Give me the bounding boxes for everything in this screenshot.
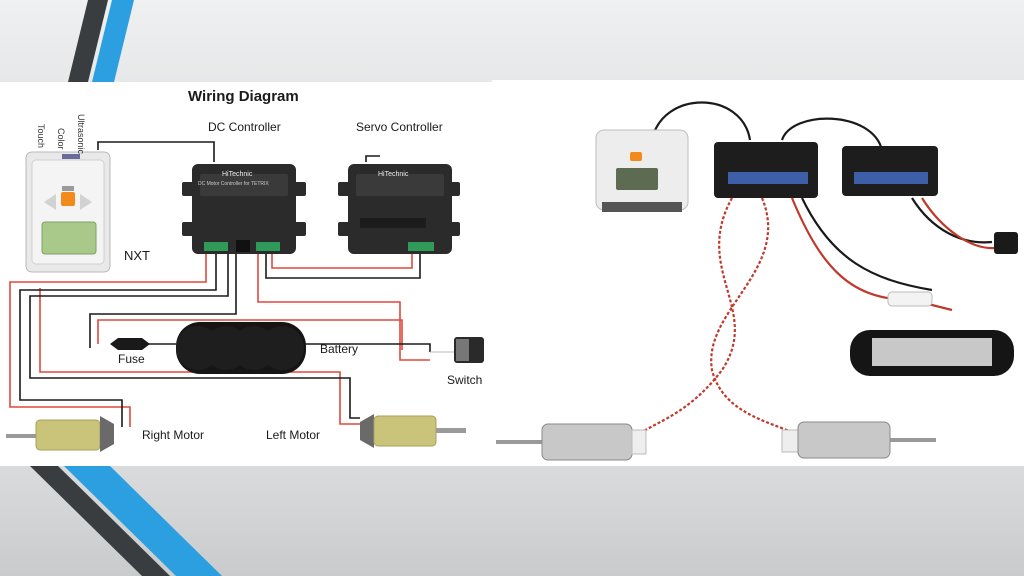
top-band <box>0 0 1024 82</box>
dc-controller-brand: HiTechnic <box>222 171 253 178</box>
wire-black-5 <box>89 254 237 348</box>
sensor-port-ultrasonic: Ultrasonic <box>76 114 86 155</box>
photo-servo-controller-icon <box>842 146 938 196</box>
right-motor-icon <box>6 416 114 452</box>
wire-black-7 <box>300 343 431 352</box>
black-wires <box>19 141 431 427</box>
photo-right-motor-icon <box>781 421 936 459</box>
photo-cable-motor-left <box>641 197 736 433</box>
wire-black-2 <box>19 252 217 427</box>
photo-cable-switch <box>911 197 993 244</box>
wire-red-5 <box>39 288 360 425</box>
photo-fuse-icon <box>887 291 933 307</box>
dc-controller-caption: DC Motor Controller for TETRIX <box>198 181 269 187</box>
wire-red-3 <box>271 252 413 269</box>
rocker-switch-icon <box>430 337 484 363</box>
hardware-photo-panel <box>492 80 1024 466</box>
wire-black-1 <box>97 141 215 162</box>
hardware-photo-svg <box>496 101 1018 461</box>
wiring-diagram-panel: Wiring Diagram DC Controller Servo Contr… <box>0 82 492 466</box>
servo-controller-brand: HiTechnic <box>378 171 409 178</box>
fuse-label: Fuse <box>118 352 145 366</box>
photo-cable-link <box>780 117 884 151</box>
photo-cable-motor-right <box>710 197 793 434</box>
wire-red-4 <box>97 319 403 350</box>
top-stripe-blue <box>92 0 134 82</box>
battery-pack-icon <box>176 322 306 374</box>
photo-nxt-brick-icon <box>595 129 689 212</box>
servo-controller-label: Servo Controller <box>356 120 443 134</box>
dc-controller-icon <box>182 164 306 254</box>
wire-black-8 <box>365 155 380 162</box>
bottom-stripe-blue <box>64 466 222 576</box>
photo-battery-pack-icon <box>850 330 1014 376</box>
top-accent-stripes <box>68 0 134 82</box>
wire-black-4 <box>265 252 421 279</box>
battery-label: Battery <box>320 342 359 356</box>
photo-switch-connector-icon <box>994 232 1018 254</box>
left-motor-icon <box>360 414 466 448</box>
red-wires <box>9 252 430 427</box>
photo-left-motor-icon <box>496 423 647 461</box>
nxt-brick-icon <box>25 151 111 273</box>
diagram-title: Wiring Diagram <box>188 88 299 105</box>
nxt-label: NXT <box>124 248 150 263</box>
wire-red-1 <box>9 252 207 427</box>
wire-black-3 <box>29 252 360 419</box>
servo-controller-icon <box>338 164 460 254</box>
bottom-stripe-dark <box>30 466 170 576</box>
photo-cable-battery-black <box>801 197 933 292</box>
left-motor-label: Left Motor <box>266 428 321 442</box>
photo-cable-switch-red <box>921 197 997 250</box>
dc-controller-label: DC Controller <box>208 120 281 134</box>
switch-label: Switch <box>447 373 483 387</box>
fuse-icon <box>110 338 150 350</box>
bottom-accent-stripes <box>30 466 222 576</box>
sensor-port-color: Color <box>56 128 66 150</box>
wiring-diagram-svg <box>6 141 484 452</box>
photo-dc-controller-icon <box>714 142 818 198</box>
sensor-port-touch: Touch <box>36 124 46 149</box>
photo-cable-nxt <box>650 101 752 141</box>
right-motor-label: Right Motor <box>142 428 205 442</box>
top-stripe-dark <box>68 0 108 82</box>
photo-cables <box>641 101 997 434</box>
wire-red-2 <box>257 252 430 361</box>
